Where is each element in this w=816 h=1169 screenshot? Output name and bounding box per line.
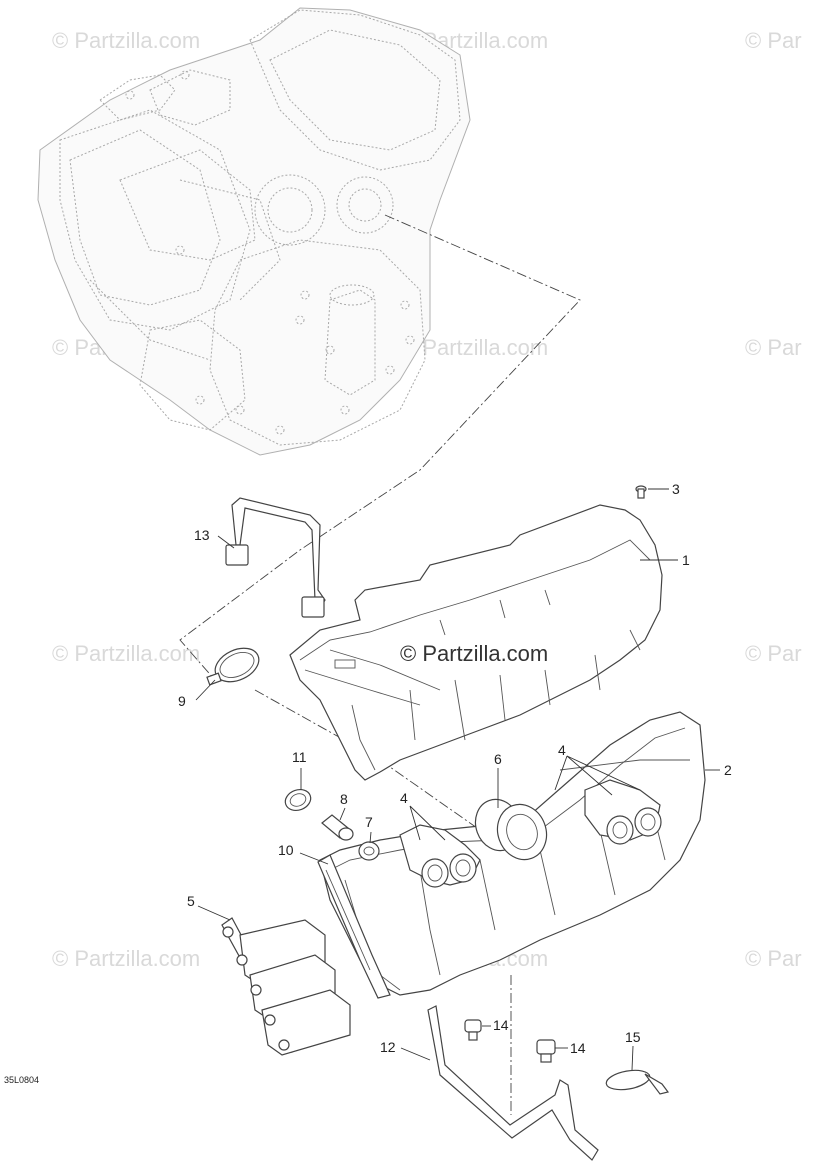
- callout-labels: 3 1 2 13 9 11 8 7 6 4 4 10 5 12 14 14 15: [178, 481, 732, 1056]
- callout-4: 4: [400, 790, 408, 806]
- part-9-clamp[interactable]: [206, 642, 264, 689]
- part-10-gasket[interactable]: [317, 854, 391, 999]
- watermark: © Partzilla.com: [52, 946, 200, 971]
- callout-11: 11: [292, 749, 307, 765]
- part-6-intake-boot[interactable]: [468, 793, 554, 866]
- part-8-fitting[interactable]: [321, 814, 354, 841]
- callout-14: 14: [570, 1040, 586, 1056]
- callout-8: 8: [340, 791, 348, 807]
- part-7-grommet[interactable]: [358, 841, 380, 861]
- callout-3: 3: [672, 481, 680, 497]
- assembly-lines: [179, 214, 581, 1115]
- watermark-partial: © Par: [745, 641, 802, 666]
- part-13-strap[interactable]: [225, 497, 326, 618]
- callout-14: 14: [493, 1017, 509, 1033]
- part-14-bolt-right[interactable]: [536, 1039, 556, 1063]
- part-5-filter-tubes[interactable]: [221, 917, 351, 1056]
- callout-13: 13: [194, 527, 210, 543]
- drawing-code: 35L0804: [4, 1075, 39, 1085]
- part-14-bolt-left[interactable]: [464, 1019, 482, 1041]
- watermark: © Partzilla.com: [52, 28, 200, 53]
- callout-15: 15: [625, 1029, 641, 1045]
- part-1-air-box-cover[interactable]: [289, 504, 663, 781]
- part-11-clamp[interactable]: [282, 786, 313, 814]
- center-watermark: © Partzilla.com: [400, 641, 548, 666]
- engine-bolts: [125, 70, 415, 435]
- leader-lines: [195, 488, 720, 1071]
- part-4-tube-pair-right[interactable]: [584, 779, 662, 845]
- watermark-partial: © Par: [745, 335, 802, 360]
- callout-9: 9: [178, 693, 186, 709]
- callout-1: 1: [682, 552, 690, 568]
- callout-2: 2: [724, 762, 732, 778]
- callout-4: 4: [558, 742, 566, 758]
- watermark-partial: © Par: [745, 946, 802, 971]
- callout-12: 12: [380, 1039, 396, 1055]
- part-12-bracket[interactable]: [427, 1005, 599, 1161]
- callout-7: 7: [365, 814, 373, 830]
- callout-5: 5: [187, 893, 195, 909]
- part-15-cable-tie[interactable]: [605, 1067, 670, 1095]
- watermark: © Partzilla.com: [52, 641, 200, 666]
- engine-illustration: [37, 7, 471, 456]
- callout-6: 6: [494, 751, 502, 767]
- callout-10: 10: [278, 842, 294, 858]
- watermark-partial: © Par: [745, 28, 802, 53]
- part-3-screw[interactable]: [635, 485, 647, 499]
